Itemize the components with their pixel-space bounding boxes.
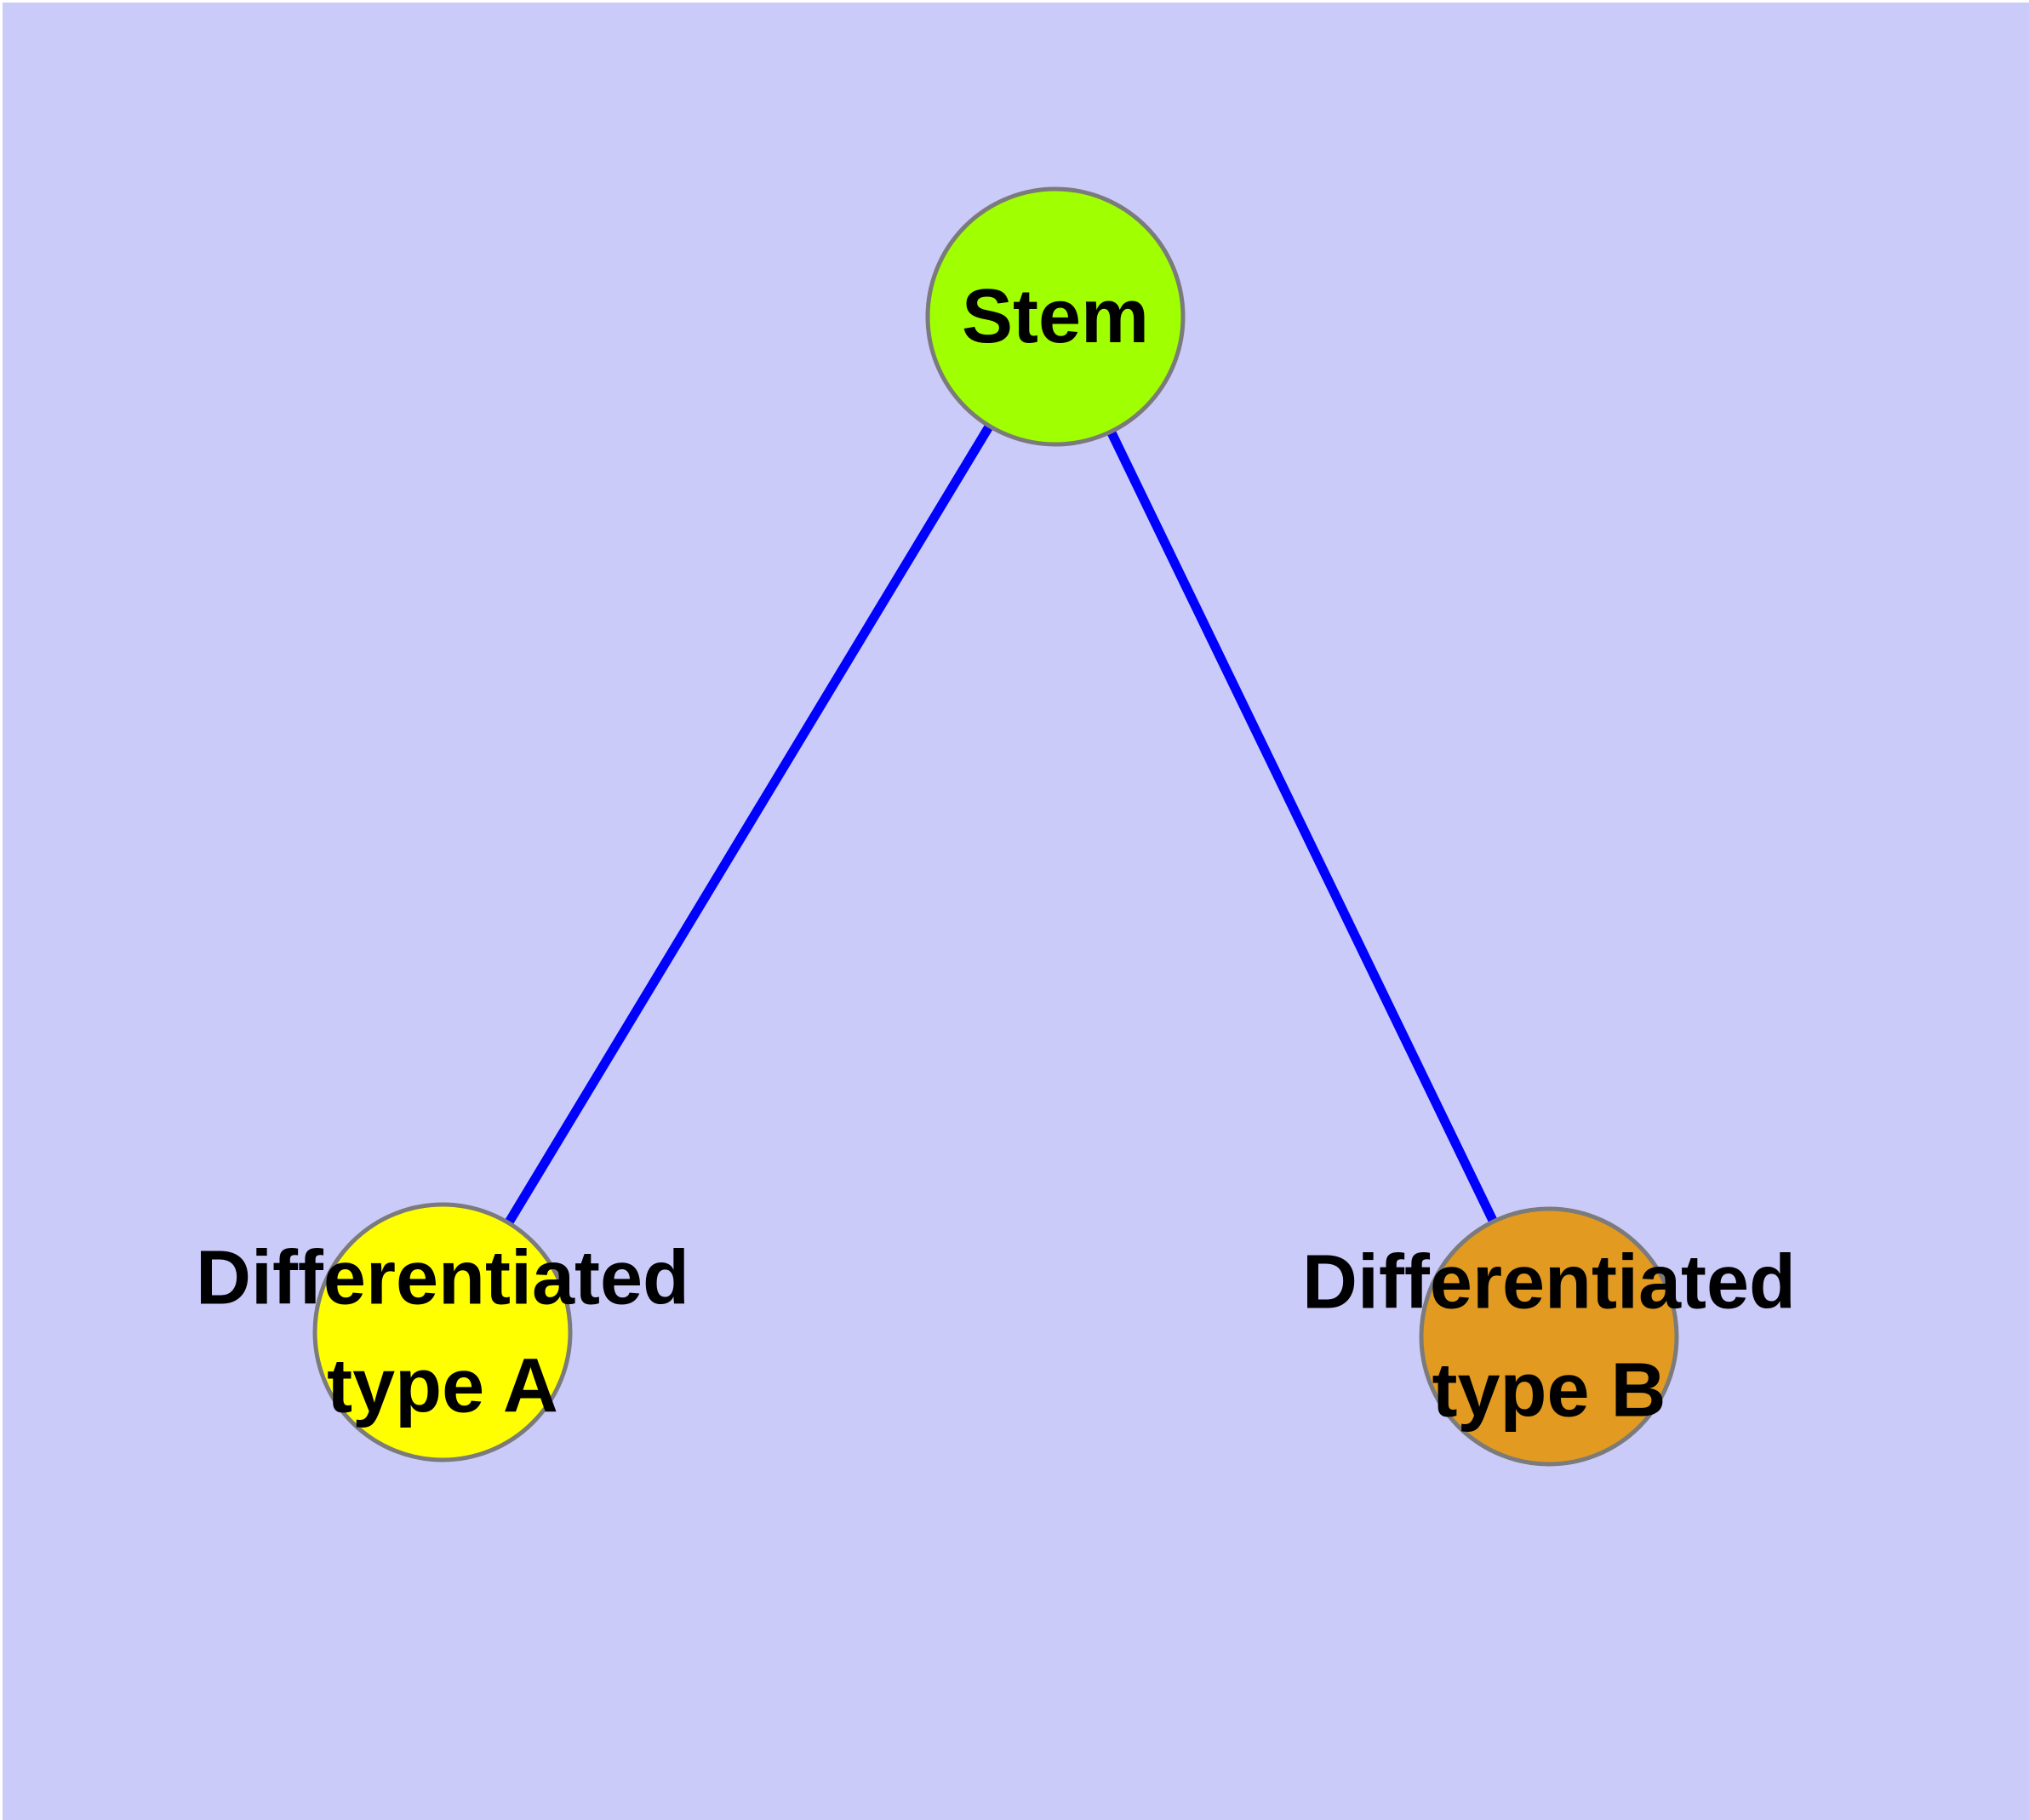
node-label-line: Stem xyxy=(962,274,1149,359)
edge-stem-to-differentiated-type-a xyxy=(438,314,1060,1335)
node-circle-differentiated-type-a xyxy=(312,1202,573,1462)
node-label-line: Differentiated xyxy=(196,1236,689,1321)
edge-stem-to-differentiated-type-b xyxy=(1051,314,1553,1339)
node-label-line: type A xyxy=(327,1344,558,1429)
node-label-line: Differentiated xyxy=(1302,1240,1796,1325)
node-label-differentiated-type-a: Differentiated type A xyxy=(196,1236,689,1429)
node-label-line: type B xyxy=(1432,1348,1666,1434)
node-label-stem: Stem xyxy=(962,274,1149,359)
frame-top xyxy=(0,0,2029,3)
node-differentiated-type-a: Differentiated type A xyxy=(196,1202,689,1462)
node-stem: Stem xyxy=(925,186,1186,447)
node-label-differentiated-type-b: Differentiated type B xyxy=(1302,1240,1796,1434)
node-circle-stem xyxy=(925,186,1186,447)
frame-left xyxy=(0,0,3,1820)
node-circle-differentiated-type-b xyxy=(1419,1206,1679,1467)
node-differentiated-type-b: Differentiated type B xyxy=(1302,1206,1796,1467)
